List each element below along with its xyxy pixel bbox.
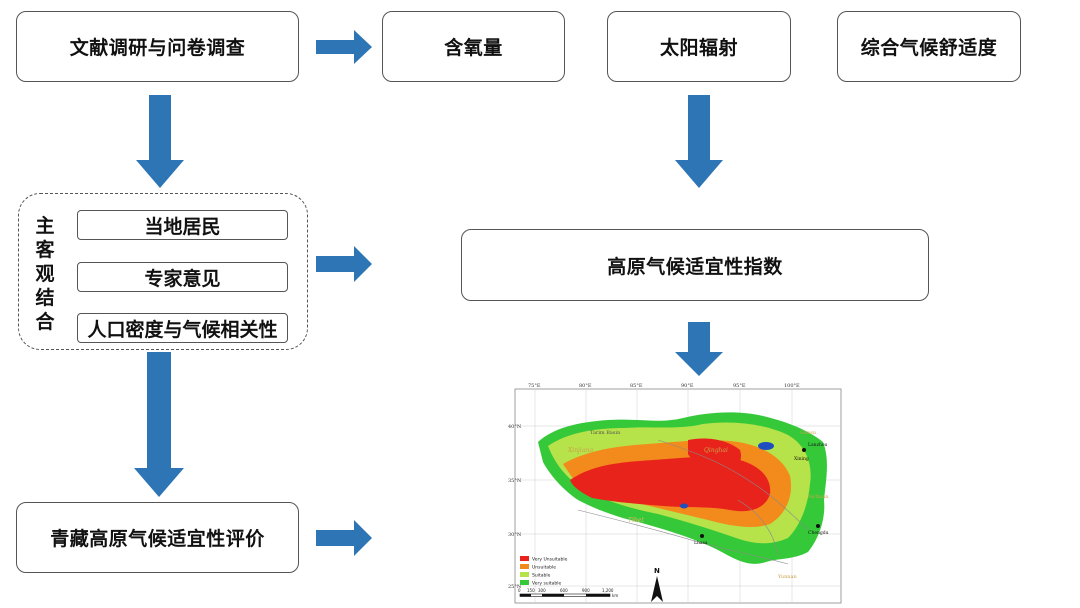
- map-legend: Very Unsuitable Unsuitable Suitable Very…: [520, 556, 568, 587]
- tick-left: 25°N: [508, 584, 522, 590]
- local-residents-item: 当地居民: [77, 210, 288, 240]
- arrow-solar-to-index: [675, 95, 723, 188]
- place-label: Sichuan: [808, 494, 829, 500]
- legend-label: Very suitable: [532, 581, 562, 587]
- vertical-char: 合: [35, 311, 55, 333]
- legend-swatch-very-unsuitable: [520, 556, 529, 561]
- legend-label: Very Unsuitable: [532, 557, 568, 563]
- solar-radiation-box: 太阳辐射: [607, 11, 791, 82]
- arrow-literature-to-oxygen: [316, 30, 372, 64]
- tick-top: 80°E: [579, 383, 592, 389]
- place-label: Qinghai: [704, 447, 728, 454]
- place-label: Lhasa: [694, 540, 708, 546]
- map-cities: [700, 448, 820, 538]
- legend-label: Unsuitable: [532, 565, 556, 571]
- arrow-evaluation-to-map: [316, 520, 372, 556]
- combined-group: [18, 193, 308, 350]
- scale-label: 300: [538, 588, 546, 593]
- expert-opinion-item: 专家意见: [77, 262, 288, 292]
- place-label: Xining: [794, 456, 809, 462]
- tick-top: 85°E: [630, 383, 643, 389]
- population-density-item: 人口密度与气候相关性: [77, 313, 288, 343]
- place-label: Lanzhou: [808, 442, 828, 448]
- place-label: Xinjiang: [567, 447, 593, 454]
- scale-label: 600: [560, 588, 568, 593]
- vertical-char: 客: [35, 239, 55, 261]
- oxygen-box: 含氧量: [382, 11, 565, 82]
- place-label: Tibet: [628, 517, 644, 524]
- climate-comfort-box: 综合气候舒适度: [837, 11, 1021, 82]
- plateau-evaluation-box: 青藏高原气候适宜性评价: [16, 502, 299, 573]
- vertical-char: 主: [35, 215, 55, 237]
- tick-left: 40°N: [508, 424, 522, 430]
- tick-top: 90°E: [681, 383, 694, 389]
- tick-left: 30°N: [508, 532, 522, 538]
- legend-label: Suitable: [532, 573, 551, 579]
- tick-left: 35°N: [508, 478, 522, 484]
- tick-top: 100°E: [784, 383, 800, 389]
- arrow-literature-to-combined: [136, 95, 184, 188]
- arrow-combined-to-evaluation: [134, 352, 184, 497]
- north-arrow: N: [651, 567, 663, 602]
- place-label: Chengdu: [808, 530, 829, 536]
- place-label: Tarim Basin: [590, 430, 621, 436]
- arrow-index-to-map: [675, 322, 723, 376]
- plateau-very-unsuitable-east: [688, 438, 742, 472]
- combined-vertical-label: 主 客 观 结 合: [33, 214, 57, 334]
- lake-namtso: [680, 503, 688, 509]
- scale-label: 0: [518, 588, 521, 593]
- map-scale-bar: 0 150 300 600 900 1,200 km: [518, 588, 618, 598]
- vertical-char: 结: [35, 287, 55, 309]
- north-label: N: [654, 567, 660, 575]
- map-rivers: [577, 439, 809, 565]
- place-label: Yunnan: [777, 574, 798, 580]
- legend-swatch-very-suitable: [520, 580, 529, 585]
- literature-survey-box: 文献调研与问卷调查: [16, 11, 299, 82]
- vertical-char: 观: [35, 263, 55, 285]
- legend-swatch-unsuitable: [520, 564, 529, 569]
- scale-label: 900: [582, 588, 590, 593]
- legend-swatch-suitable: [520, 572, 529, 577]
- scale-unit: km: [612, 593, 618, 598]
- place-label: Gansu: [800, 430, 817, 436]
- scale-label: 150: [527, 588, 535, 593]
- plateau-suitability-index-box: 高原气候适宜性指数: [461, 229, 929, 301]
- scale-label: 1,200: [602, 588, 614, 593]
- suitability-map: 75°E 80°E 85°E 90°E 95°E 100°E 40°N 35°N…: [508, 383, 842, 604]
- arrow-combined-to-index: [316, 246, 372, 282]
- tick-top: 95°E: [733, 383, 746, 389]
- tick-top: 75°E: [528, 383, 541, 389]
- lake-qinghai: [758, 442, 774, 450]
